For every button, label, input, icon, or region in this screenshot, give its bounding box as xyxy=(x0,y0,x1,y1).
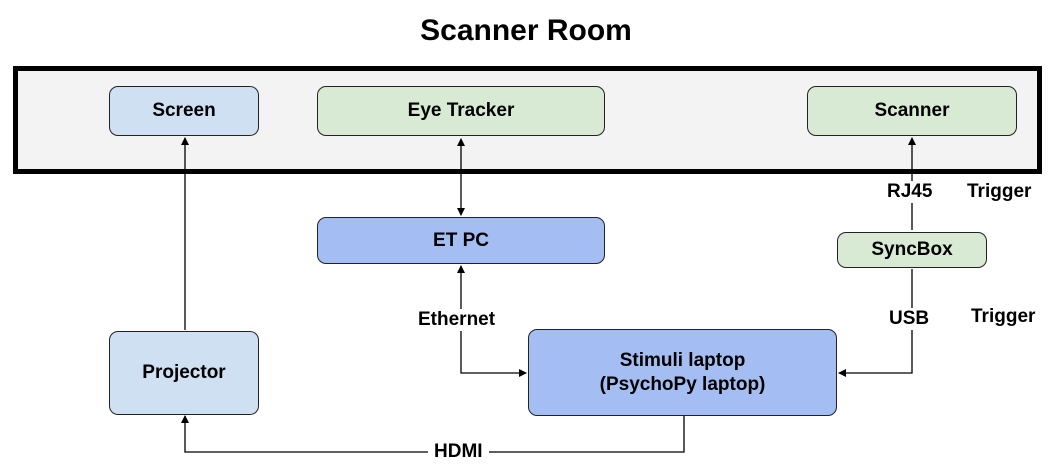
trigger-label-top: Trigger xyxy=(964,181,1035,203)
screen-node: Screen xyxy=(109,86,259,136)
eye-tracker-node: Eye Tracker xyxy=(317,86,605,136)
syncbox-node: SyncBox xyxy=(837,232,987,268)
diagram-title: Scanner Room xyxy=(420,14,632,47)
hdmi-label: HDMI xyxy=(428,441,489,463)
ethernet-label: Ethernet xyxy=(415,309,499,331)
stimuli-laptop-subtitle: (PsychoPy laptop) xyxy=(599,373,766,395)
stimuli-laptop-node: Stimuli laptop (PsychoPy laptop) xyxy=(528,329,837,416)
usb-label: USB xyxy=(886,308,933,330)
ethernet-connector xyxy=(457,265,527,377)
usb-connector xyxy=(838,269,913,377)
et-pc-node: ET PC xyxy=(317,217,605,264)
projector-node: Projector xyxy=(109,331,259,415)
stimuli-laptop-name: Stimuli laptop xyxy=(619,349,746,371)
trigger-label-bottom: Trigger xyxy=(968,306,1039,328)
scanner-node: Scanner xyxy=(807,86,1017,136)
rj45-label: RJ45 xyxy=(884,181,936,203)
